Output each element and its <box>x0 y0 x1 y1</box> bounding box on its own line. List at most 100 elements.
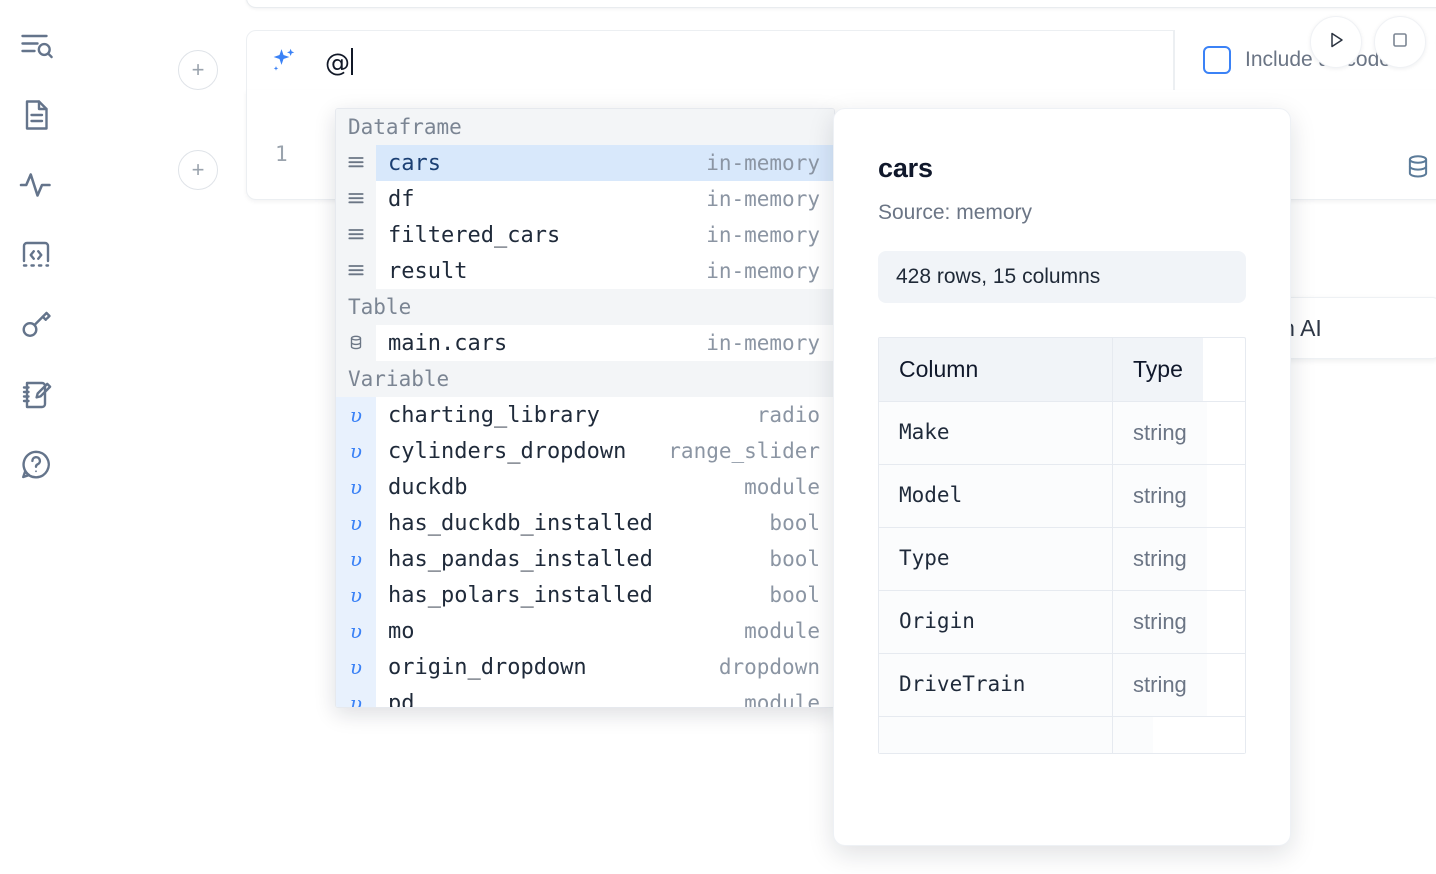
line-number: 1 <box>275 142 288 166</box>
autocomplete-item-main-cars[interactable]: main.cars in-memory <box>336 325 834 361</box>
code-snippet-icon <box>18 237 54 273</box>
autocomplete-item-label: result <box>388 258 468 284</box>
autocomplete-item-has-duckdb-installed[interactable]: υ has_duckdb_installed bool <box>336 505 834 541</box>
autocomplete-item-has-polars-installed[interactable]: υ has_polars_installed bool <box>336 577 834 613</box>
autocomplete-item-type: module <box>744 475 820 499</box>
text-caret <box>351 48 353 75</box>
cell-type-icons: M↓ <box>1403 152 1436 187</box>
autocomplete-item-label: pd <box>388 690 415 708</box>
autocomplete-group-header: Dataframe <box>336 109 834 145</box>
autocomplete-item-result[interactable]: result in-memory <box>336 253 834 289</box>
table-row: Origin string <box>879 591 1245 654</box>
activity-pulse-icon <box>18 167 54 203</box>
autocomplete-item-origin-dropdown[interactable]: υ origin_dropdown dropdown <box>336 649 834 685</box>
autocomplete-item-label: df <box>388 186 415 212</box>
autocomplete-group-header: Variable <box>336 361 834 397</box>
sidebar-item-scratchpad[interactable] <box>14 368 58 422</box>
column-cell: Model <box>879 465 1113 527</box>
autocomplete-item-type: dropdown <box>718 655 820 679</box>
ai-prompt-bar[interactable]: @ <box>246 30 1174 90</box>
autocomplete-documentation-panel: cars Source: memory 428 rows, 15 columns… <box>833 108 1291 846</box>
cell-above-partial[interactable] <box>246 0 1436 8</box>
autocomplete-item-cylinders-dropdown[interactable]: υ cylinders_dropdown range_slider <box>336 433 834 469</box>
autocomplete-item-filtered-cars[interactable]: filtered_cars in-memory <box>336 217 834 253</box>
autocomplete-item-pd[interactable]: υ pd module <box>336 685 834 708</box>
autocomplete-item-cars[interactable]: cars in-memory <box>336 145 834 181</box>
autocomplete-item-type: bool <box>769 583 820 607</box>
variable-icon: υ <box>336 541 376 577</box>
autocomplete-item-type: range_slider <box>668 439 820 463</box>
variable-icon: υ <box>336 649 376 685</box>
variable-icon: υ <box>336 505 376 541</box>
variable-icon: υ <box>336 433 376 469</box>
column-header: Column <box>879 338 1113 401</box>
autocomplete-item-label: main.cars <box>388 330 508 356</box>
dataframe-icon <box>336 181 376 217</box>
autocomplete-item-type: in-memory <box>706 187 820 211</box>
autocomplete-item-mo[interactable]: υ mo module <box>336 613 834 649</box>
type-cell: string <box>1113 591 1207 653</box>
doc-title: cars <box>878 153 933 183</box>
sidebar-item-help[interactable] <box>14 438 58 492</box>
autocomplete-item-type: bool <box>769 511 820 535</box>
variable-icon: υ <box>336 577 376 613</box>
autocomplete-item-label: cars <box>388 150 441 176</box>
variable-icon: υ <box>336 613 376 649</box>
include-all-code-checkbox[interactable] <box>1203 46 1231 74</box>
column-cell: Origin <box>879 591 1113 653</box>
sidebar-item-snippets[interactable] <box>14 228 58 282</box>
column-cell: Type <box>879 528 1113 590</box>
sidebar-item-activity[interactable] <box>14 158 58 212</box>
sidebar-item-secrets[interactable] <box>14 298 58 352</box>
run-cell-button[interactable] <box>1310 16 1362 68</box>
type-cell: string <box>1113 465 1207 527</box>
add-cell-below-button[interactable]: + <box>178 150 218 190</box>
autocomplete-item-type: module <box>744 619 820 643</box>
autocomplete-item-type: module <box>744 691 820 708</box>
ai-prompt-value: @ <box>325 48 350 77</box>
autocomplete-item-label: has_pandas_installed <box>388 546 653 572</box>
plus-icon: + <box>191 157 205 182</box>
ai-prompt-input[interactable]: @ <box>325 44 353 77</box>
autocomplete-item-label: charting_library <box>388 402 600 428</box>
plus-icon: + <box>191 57 205 82</box>
cell-run-controls <box>1310 16 1436 68</box>
column-cell: Make <box>879 402 1113 464</box>
key-icon <box>18 307 54 343</box>
dataframe-icon <box>336 253 376 289</box>
autocomplete-item-charting-library[interactable]: υ charting_library radio <box>336 397 834 433</box>
add-cell-above-button[interactable]: + <box>178 50 218 90</box>
column-cell <box>879 717 1113 753</box>
autocomplete-group-header: Table <box>336 289 834 325</box>
autocomplete-item-type: in-memory <box>706 331 820 355</box>
autocomplete-item-df[interactable]: df in-memory <box>336 181 834 217</box>
variable-icon: υ <box>336 685 376 707</box>
table-db-icon <box>336 325 376 361</box>
autocomplete-item-duckdb[interactable]: υ duckdb module <box>336 469 834 505</box>
type-cell: string <box>1113 654 1207 716</box>
autocomplete-dropdown[interactable]: Dataframe cars in-memory df in-memory <box>335 108 835 708</box>
doc-shape-badge: 428 rows, 15 columns <box>878 251 1246 303</box>
stop-square-icon <box>1388 28 1412 57</box>
file-text-icon <box>18 97 54 133</box>
sidebar-item-file[interactable] <box>14 88 58 142</box>
autocomplete-item-label: duckdb <box>388 474 468 500</box>
autocomplete-item-type: radio <box>756 403 820 427</box>
table-header-row: Column Type <box>879 338 1245 402</box>
autocomplete-item-type: in-memory <box>706 151 820 175</box>
table-row: Make string <box>879 402 1245 465</box>
autocomplete-item-label: origin_dropdown <box>388 654 587 680</box>
autocomplete-item-type: in-memory <box>706 223 820 247</box>
table-row: Type string <box>879 528 1245 591</box>
type-cell: string <box>1113 402 1207 464</box>
type-cell: string <box>1113 528 1207 590</box>
database-icon[interactable] <box>1403 152 1433 187</box>
autocomplete-item-has-pandas-installed[interactable]: υ has_pandas_installed bool <box>336 541 834 577</box>
type-cell <box>1113 717 1153 753</box>
stop-cell-button[interactable] <box>1374 16 1426 68</box>
column-cell: DriveTrain <box>879 654 1113 716</box>
sidebar-item-outline-search[interactable] <box>14 18 58 72</box>
doc-source: Source: memory <box>878 201 1033 224</box>
autocomplete-item-type: in-memory <box>706 259 820 283</box>
dataframe-icon <box>336 145 376 181</box>
